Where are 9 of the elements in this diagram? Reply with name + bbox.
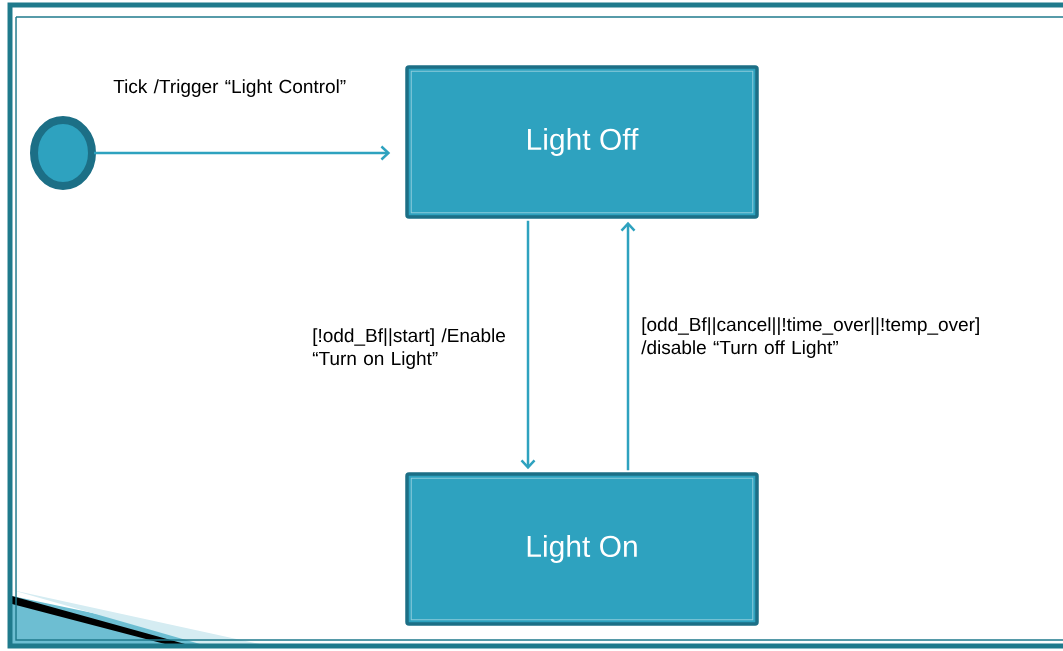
transition-arrow <box>620 221 636 471</box>
transition-label: [odd_Bf||cancel||!time_over||!temp_over] /disable “Turn off Light” <box>641 317 979 358</box>
state-box: Light On <box>405 472 759 626</box>
transition-label: Tick /Trigger “Light Control” <box>113 79 346 97</box>
initial-state-dot <box>30 116 96 190</box>
transition-label: [!odd_Bf||start] /Enable “Turn on Light” <box>312 328 505 369</box>
transition-arrow <box>94 145 391 161</box>
state-box: Light Off <box>405 65 759 219</box>
transition-arrow <box>520 220 536 470</box>
